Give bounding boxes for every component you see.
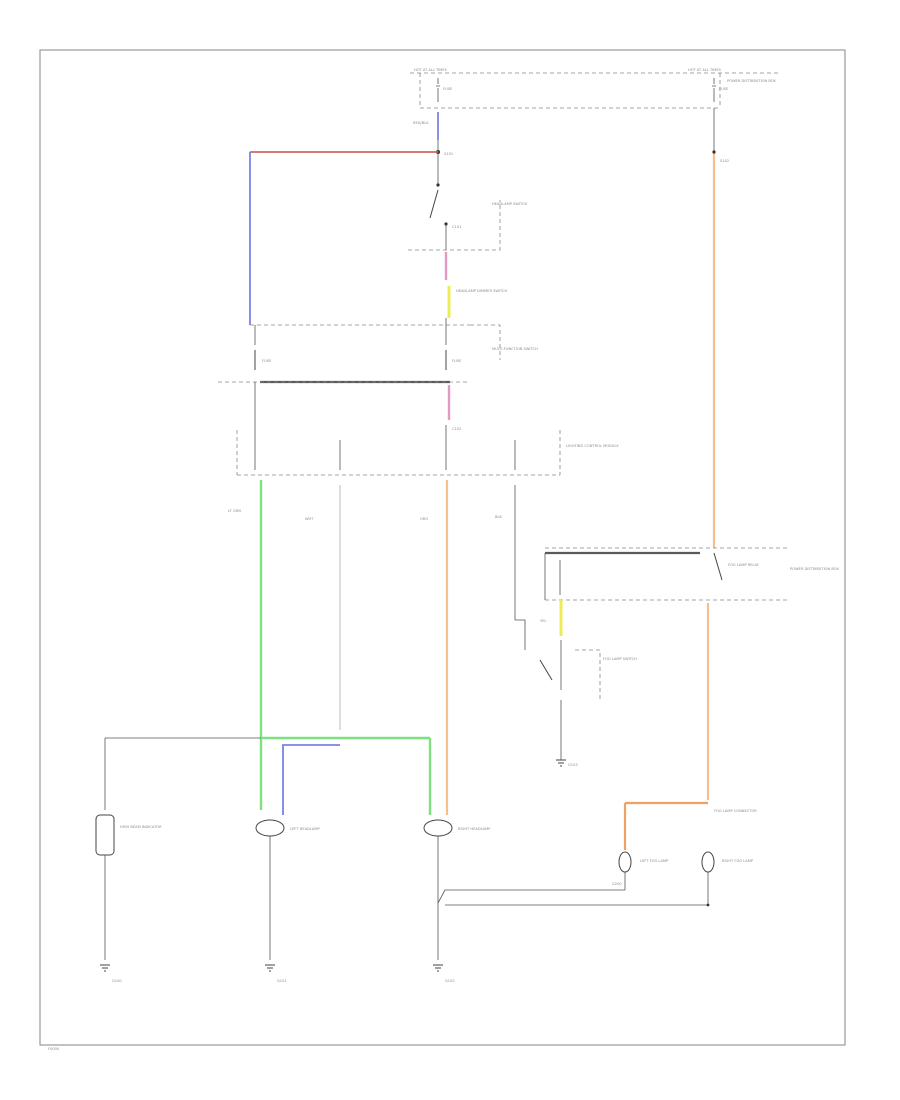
power-distribution-box-top: HOT AT ALL TIMES HOT AT ALL TIMES FUSE F… bbox=[410, 68, 780, 109]
ground-3-label: G102 bbox=[445, 979, 455, 983]
s-102-label: S102 bbox=[720, 159, 729, 163]
ground-2-label: G101 bbox=[277, 979, 287, 983]
top-fuse-left-label: HOT AT ALL TIMES bbox=[414, 68, 448, 72]
right-fog-lamp: RIGHT FOG LAMP bbox=[701, 851, 754, 905]
ground-g101: G101 bbox=[265, 964, 287, 983]
fog-connector-label: FOG LAMP CONNECTOR bbox=[714, 809, 757, 813]
ground-g100: G100 bbox=[100, 964, 122, 983]
multi-switch-contact-right: FUSE bbox=[452, 359, 462, 363]
fog-lamp-relay-label: FOG LAMP RELAY bbox=[728, 563, 760, 567]
headlamp-switch: HEADLAMP SWITCH C101 bbox=[408, 152, 528, 251]
left-fog-lamp: LEFT FOG LAMP bbox=[618, 851, 669, 890]
headlamp-dimmer-label: HEADLAMP DIMMER SWITCH bbox=[456, 289, 507, 293]
left-fog-label: LEFT FOG LAMP bbox=[640, 859, 669, 863]
org-label: ORG bbox=[420, 517, 428, 521]
ground-4-label: G103 bbox=[568, 763, 578, 767]
lt-grn-label: LT GRN bbox=[228, 509, 241, 513]
wht-label: WHT bbox=[305, 517, 314, 521]
multi-switch-label: MULTI-FUNCTION SWITCH bbox=[492, 347, 538, 351]
diagram-frame bbox=[39, 49, 846, 1046]
yel-label: YEL bbox=[540, 619, 546, 623]
blue-wire-lower bbox=[282, 744, 340, 815]
ground-5-label: G200 bbox=[612, 882, 622, 886]
blk-label: BLK bbox=[495, 515, 502, 519]
fog-lamp-connector: FOG LAMP CONNECTOR bbox=[623, 801, 757, 850]
power-dist-2-label: POWER DISTRIBUTION BOX bbox=[790, 567, 839, 571]
light-module-label: LIGHTING CONTROL MODULE bbox=[566, 444, 619, 448]
multi-function-switch: MULTI-FUNCTION SWITCH FUSE FUSE bbox=[250, 318, 538, 370]
fog-lamp-switch-label: FOG LAMP SWITCH bbox=[603, 657, 637, 661]
ground-g102: G102 bbox=[433, 964, 455, 983]
top-fuse-right-label: HOT AT ALL TIMES bbox=[688, 68, 722, 72]
high-beam-indicator: HIGH BEAM INDICATOR bbox=[95, 814, 162, 960]
power-dist-1-label: POWER DISTRIBUTION BOX bbox=[727, 79, 776, 83]
ground-1-label: G100 bbox=[112, 979, 122, 983]
left-headlamp: LEFT HEADLAMP bbox=[255, 819, 320, 960]
right-fog-label: RIGHT FOG LAMP bbox=[722, 859, 754, 863]
ground-g200: G200 bbox=[612, 882, 710, 907]
ground-g103: G103 bbox=[556, 759, 578, 767]
left-headlamp-label: LEFT HEADLAMP bbox=[290, 827, 320, 831]
fuse-1-label: FUSE bbox=[443, 87, 453, 91]
right-headlamp-label: RIGHT HEADLAMP bbox=[458, 827, 491, 831]
fog-lamp-switch: FOG LAMP SWITCH bbox=[515, 619, 637, 760]
headlamp-switch-label: HEADLAMP SWITCH bbox=[492, 202, 528, 206]
right-headlamp: RIGHT HEADLAMP bbox=[423, 819, 491, 960]
multi-switch-contact-left: FUSE bbox=[262, 359, 272, 363]
c-101-label: C101 bbox=[452, 225, 461, 229]
fog-ground-return bbox=[437, 889, 708, 906]
indicator-lamp-label: HIGH BEAM INDICATOR bbox=[120, 825, 162, 829]
red-blk-label: RED/BLK bbox=[413, 121, 429, 125]
fuse-2-label: FUSE bbox=[719, 87, 729, 91]
fog-lamp-relay: FOG LAMP RELAY POWER DISTRIBUTION BOX bbox=[544, 547, 839, 601]
lighting-control-module: LIGHTING CONTROL MODULE C102 bbox=[236, 425, 619, 476]
c-102-label: C102 bbox=[452, 427, 461, 431]
footer-code: F0000 bbox=[48, 1047, 60, 1051]
s-101-label: S101 bbox=[444, 152, 453, 156]
